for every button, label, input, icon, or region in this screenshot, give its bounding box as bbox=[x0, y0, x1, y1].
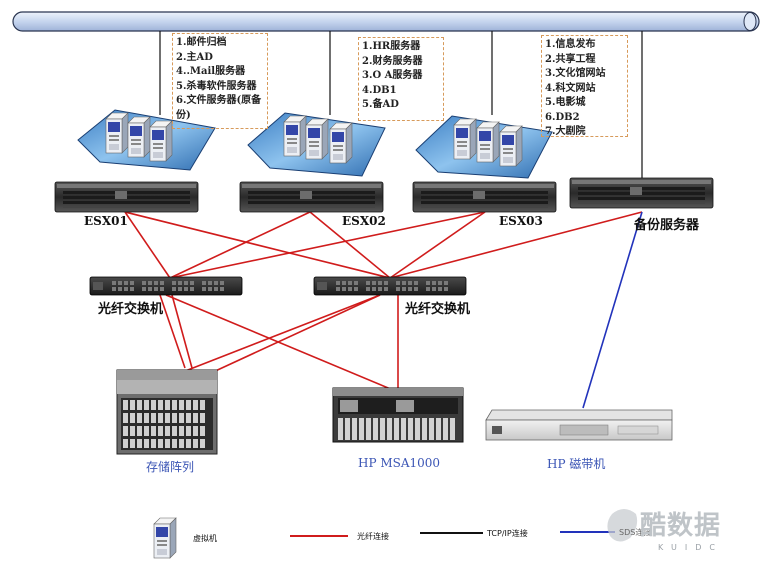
vm-list-item: 3.O A服务器 bbox=[362, 70, 423, 81]
storage-array bbox=[116, 369, 218, 455]
vm-list-item: 7.大剧院 bbox=[545, 126, 586, 137]
msa1000-label: HP MSA1000 bbox=[358, 456, 441, 470]
virtual-machine-icon bbox=[305, 118, 329, 160]
fiber-switch-left-label: 光纤交换机 bbox=[98, 302, 164, 317]
msa1000-storage bbox=[332, 387, 464, 443]
vm-list-item: 1.信息发布 bbox=[545, 39, 596, 50]
watermark-text: 酷数据 bbox=[640, 511, 722, 541]
storage-array-label: 存储阵列 bbox=[146, 460, 195, 474]
esx02-server bbox=[239, 181, 384, 213]
esx01-server bbox=[54, 181, 199, 213]
virtual-machine-icon bbox=[283, 115, 307, 157]
legend-fiber-label: 光纤连接 bbox=[357, 532, 389, 541]
vm-list-item: 5.电影城 bbox=[545, 97, 586, 108]
esx01-label: ESX01 bbox=[84, 214, 128, 228]
virtual-machine-icon bbox=[105, 112, 129, 154]
vm-list-item: 6.DB2 bbox=[545, 111, 580, 123]
virtual-machine-icon bbox=[329, 122, 353, 164]
vm-list-item: 4..Mail服务器 bbox=[176, 66, 246, 77]
vm-list-item: 1.HR服务器 bbox=[362, 41, 421, 52]
vm-list-item: 6.文件服务器(原备 bbox=[176, 95, 262, 106]
esx03-vm-list: 1.信息发布 2.共享工程 3.文化馆网站 4.科文网站 5.电影城 6.DB2… bbox=[541, 35, 628, 137]
esx02-vm-list: 1.HR服务器 2.财务服务器 3.O A服务器 4.DB1 5.备AD bbox=[358, 37, 444, 121]
virtual-machine-icon bbox=[476, 121, 500, 163]
vm-group-esx02 bbox=[247, 112, 386, 177]
fiber-switch-right bbox=[313, 276, 467, 296]
fiber-links bbox=[124, 211, 643, 391]
vm-list-item: 1.邮件归档 bbox=[176, 37, 227, 48]
virtual-machine-icon bbox=[499, 125, 523, 167]
backup-server-label: 备份服务器 bbox=[634, 218, 700, 233]
legend-sds-label: SDS连接 bbox=[619, 528, 652, 537]
vm-list-item: 4.DB1 bbox=[362, 84, 397, 96]
vm-list-item: 4.科文网站 bbox=[545, 82, 596, 94]
tape-library-label: HP 磁带机 bbox=[547, 457, 606, 471]
backup-server bbox=[569, 177, 714, 209]
vm-group-esx01 bbox=[77, 109, 216, 171]
vm-list-item: 5.备AD bbox=[362, 99, 399, 110]
vm-list-item: 2.财务服务器 bbox=[362, 55, 423, 67]
tcpip-links bbox=[159, 31, 643, 182]
watermark-logo bbox=[607, 509, 638, 542]
vm-list-item: 3.文化馆网站 bbox=[545, 68, 606, 79]
network-backbone bbox=[12, 11, 760, 32]
vm-list-item: 2.主AD bbox=[176, 51, 213, 63]
vm-list-item: 份) bbox=[176, 109, 191, 121]
fiber-switch-left bbox=[89, 276, 243, 296]
esx01-vm-list: 1.邮件归档 2.主AD 4..Mail服务器 5.杀毒软件服务器 6.文件服务… bbox=[172, 33, 268, 129]
legend bbox=[153, 517, 615, 559]
esx03-label: ESX03 bbox=[499, 214, 543, 228]
watermark-subtext: KUIDC bbox=[658, 543, 723, 552]
esx03-server bbox=[412, 181, 557, 213]
esx02-label: ESX02 bbox=[342, 214, 386, 228]
legend-vm-label: 虚拟机 bbox=[193, 534, 217, 543]
virtual-machine-icon bbox=[453, 118, 477, 160]
legend-tcpip-label: TCP/IP连接 bbox=[487, 529, 528, 538]
virtual-machine-icon bbox=[127, 116, 151, 158]
virtual-machine-icon bbox=[149, 120, 173, 162]
tape-library bbox=[485, 409, 673, 441]
vm-list-item: 2.共享工程 bbox=[545, 53, 596, 65]
legend-vm-icon bbox=[153, 517, 177, 559]
vm-group-esx03 bbox=[415, 115, 553, 179]
vm-list-item: 5.杀毒软件服务器 bbox=[176, 80, 257, 92]
sds-link bbox=[582, 211, 643, 409]
fiber-switch-right-label: 光纤交换机 bbox=[405, 302, 471, 317]
